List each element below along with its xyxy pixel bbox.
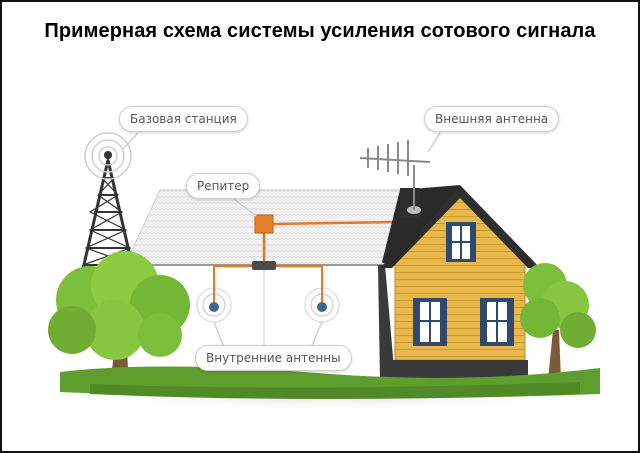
external-antenna-label: Внешняя антенна [424,106,560,132]
external-antenna-pointer [427,132,441,153]
base-station-pointer [121,132,139,151]
tree-left [48,251,190,370]
internal-antenna-left [196,266,232,323]
house [378,185,540,380]
repeater-pointer [229,195,257,217]
diagram-title: Примерная схема системы усиления сотовог… [44,20,596,42]
external-antenna [359,140,431,210]
repeater-unit [254,214,274,234]
repeater-label: Репитер [186,173,261,199]
internal-antennas-label: Внутренние антенны [195,345,352,371]
cell-tower [78,151,138,283]
tower-signal-waves [84,132,132,180]
tree-right [520,263,596,380]
splitter [252,261,276,270]
base-station-label: Базовая станция [119,106,248,132]
